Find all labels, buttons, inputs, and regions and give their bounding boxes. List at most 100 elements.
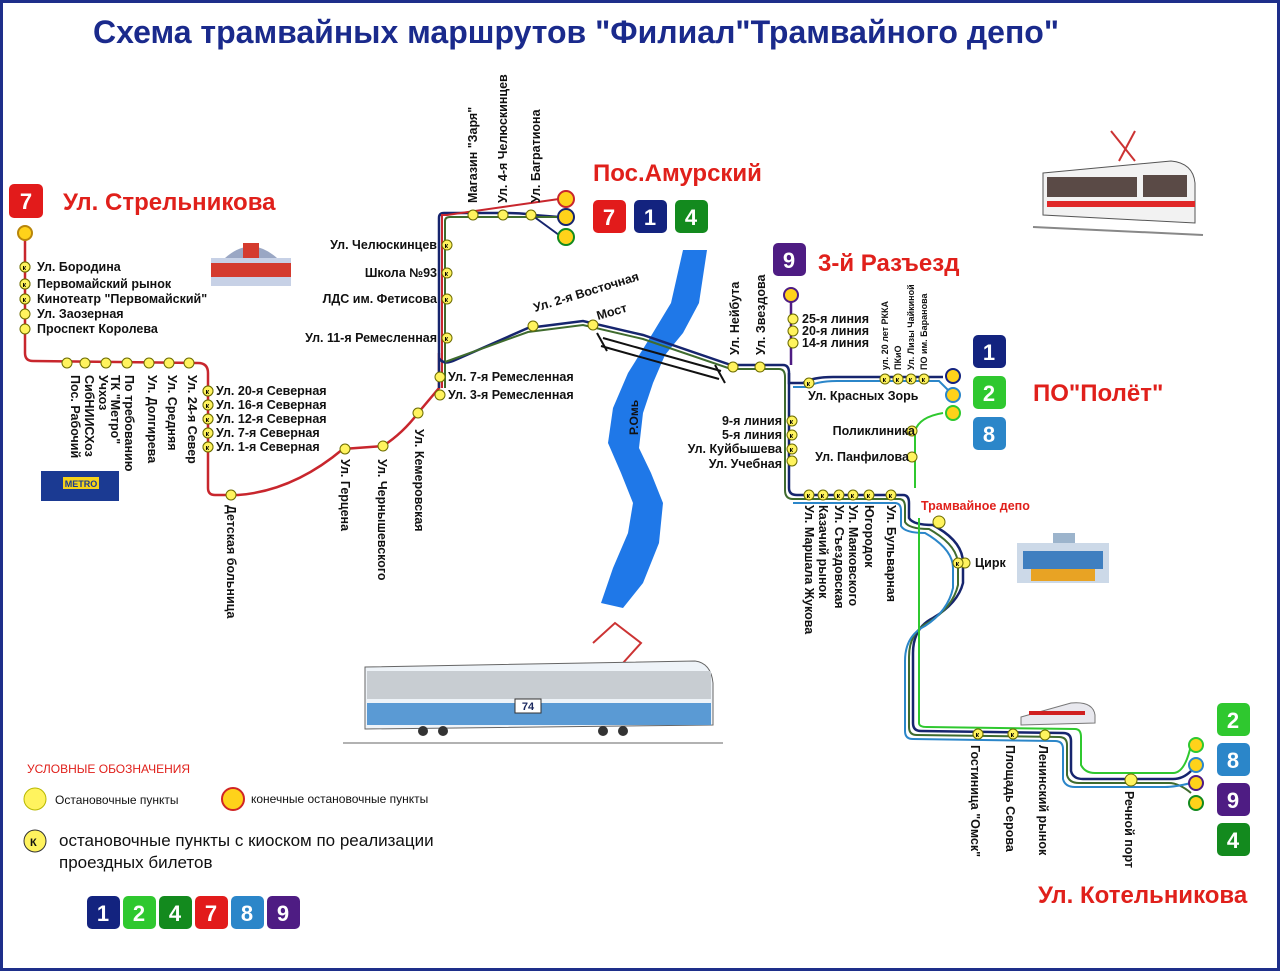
market-building-icon xyxy=(211,243,291,286)
depot-label: Трамвайное депо xyxy=(921,499,1030,513)
route-badge-7[interactable] xyxy=(593,200,626,233)
store-icon: METRO xyxy=(41,471,119,501)
stop-label: Ул. 7-я Северная xyxy=(216,426,320,440)
route-badge-1[interactable] xyxy=(634,200,667,233)
svg-text:к: к xyxy=(867,493,871,500)
stop-label: 25-я линия xyxy=(802,312,869,326)
stop-label: Ул. 7-я Ремесленная xyxy=(448,370,574,384)
tram-number: 74 xyxy=(522,701,535,713)
route-badge-2[interactable] xyxy=(973,376,1006,409)
stop-label: Гостиница "Омск" xyxy=(968,745,982,857)
stop-label: Казачий рынок xyxy=(816,505,830,599)
svg-text:2: 2 xyxy=(1227,708,1239,733)
route-badge-7[interactable] xyxy=(195,896,228,929)
svg-text:к: к xyxy=(883,377,887,384)
stop-label: Кинотеатр "Первомайский" xyxy=(37,292,207,306)
stop-label: 9-я линия xyxy=(722,414,782,428)
river-label: Р.Омь xyxy=(627,400,641,435)
legend-kiosk-line1: остановочные пункты с киоском по реализа… xyxy=(59,831,434,850)
svg-text:к: к xyxy=(206,389,210,396)
kiosk-mark: К xyxy=(30,837,37,849)
svg-text:4: 4 xyxy=(169,901,182,926)
route-badge-1[interactable] xyxy=(973,335,1006,368)
svg-text:2: 2 xyxy=(983,381,995,406)
route-badge-8[interactable] xyxy=(973,417,1006,450)
svg-text:1: 1 xyxy=(97,901,109,926)
svg-text:к: к xyxy=(206,417,210,424)
stop-label: ПО им. Баранова xyxy=(919,293,929,370)
legend-route-badges: 1 2 4 7 8 9 xyxy=(87,896,300,929)
route-badge-1[interactable] xyxy=(87,896,120,929)
terminal-polet: 1 2 8 ПО"Полёт" xyxy=(973,335,1163,450)
svg-text:к: к xyxy=(445,297,449,304)
route-badge-7[interactable] xyxy=(9,184,43,218)
stop-label: Ул. 16-я Северная xyxy=(216,398,327,412)
svg-text:к: к xyxy=(445,271,449,278)
stop-label: 20-я линия xyxy=(802,324,869,338)
route-line-north-red xyxy=(441,198,560,388)
route-line-center-olive xyxy=(444,323,1192,794)
route-badge-8[interactable] xyxy=(1217,743,1250,776)
legend-title: УСЛОВНЫЕ ОБОЗНАЧЕНИЯ xyxy=(27,762,190,776)
stop-label: ЛДС им. Фетисова xyxy=(323,292,438,306)
stop-label: Ул. Челюскинцев xyxy=(330,238,437,252)
route-badge-4[interactable] xyxy=(675,200,708,233)
terminal-name: Пос.Амурский xyxy=(593,160,762,187)
stop-label: Ул. Бульварная xyxy=(884,505,898,602)
svg-text:к: к xyxy=(821,493,825,500)
stop-label: 14-я линия xyxy=(802,336,869,350)
stop-label: Магазин "Заря" xyxy=(466,107,480,203)
svg-text:к: к xyxy=(790,447,794,454)
route-badge-8[interactable] xyxy=(231,896,264,929)
tram-icon xyxy=(1032,130,1204,236)
route-line-center-blue xyxy=(793,502,1192,788)
stop-label: Школа №93 xyxy=(365,266,437,280)
stop-label: Ул. Нейбута xyxy=(728,281,742,355)
svg-text:к: к xyxy=(206,431,210,438)
svg-text:7: 7 xyxy=(20,189,32,214)
svg-text:2: 2 xyxy=(133,901,145,926)
svg-text:к: к xyxy=(837,493,841,500)
route-badge-2[interactable] xyxy=(1217,703,1250,736)
stop-label: Ул. 12-я Северная xyxy=(216,412,327,426)
svg-text:9: 9 xyxy=(277,901,289,926)
tram-route-map: Схема трамвайных маршрутов "Филиал"Трамв… xyxy=(9,14,1250,929)
route-badge-9[interactable] xyxy=(1217,783,1250,816)
svg-text:METRO: METRO xyxy=(65,479,98,489)
terminal-markers xyxy=(17,190,1204,811)
stop-label: Ленинский рынок xyxy=(1036,745,1050,856)
route-badge-4[interactable] xyxy=(1217,823,1250,856)
stop-label: Ул. Панфилова xyxy=(815,450,910,464)
terminal-name: Ул. Котельникова xyxy=(1038,882,1248,909)
stop-label: Площадь Серова xyxy=(1003,745,1017,853)
stop-label: Ул. Куйбышева xyxy=(688,442,783,456)
stop-label: Проспект Королева xyxy=(37,322,159,336)
route-badge-4[interactable] xyxy=(159,896,192,929)
route-line-red xyxy=(23,235,441,497)
svg-text:к: к xyxy=(889,493,893,500)
route-badge-2[interactable] xyxy=(123,896,156,929)
tram-icon: 74 xyxy=(343,621,723,744)
svg-text:к: к xyxy=(807,381,811,388)
stop-label: Пос. Рабочий xyxy=(68,375,82,458)
kiosk-icon xyxy=(23,829,47,853)
legend-stop-points: Остановочные пункты xyxy=(55,793,178,807)
stop-label: Речной порт xyxy=(1122,791,1136,868)
map-title: Схема трамвайных маршрутов "Филиал"Трамв… xyxy=(93,14,1059,50)
stop-label: 5-я линия xyxy=(722,428,782,442)
svg-text:к: к xyxy=(23,297,27,304)
stop-label: Ул. Багратиона xyxy=(529,108,543,203)
svg-text:к: к xyxy=(956,561,960,568)
svg-text:к: к xyxy=(23,282,27,289)
stop-label: ТК "Метро" xyxy=(108,375,122,444)
svg-text:8: 8 xyxy=(1227,748,1239,773)
stop-label: Ул. 1-я Северная xyxy=(216,440,320,454)
stop-label: Ул. Заозерная xyxy=(37,307,124,321)
svg-text:к: к xyxy=(976,732,980,739)
svg-text:4: 4 xyxy=(1227,828,1240,853)
svg-text:к: к xyxy=(206,445,210,452)
route-badge-9[interactable] xyxy=(773,243,806,276)
svg-text:к: к xyxy=(922,377,926,384)
route-line-north-olive xyxy=(444,216,559,388)
route-badge-9[interactable] xyxy=(267,896,300,929)
